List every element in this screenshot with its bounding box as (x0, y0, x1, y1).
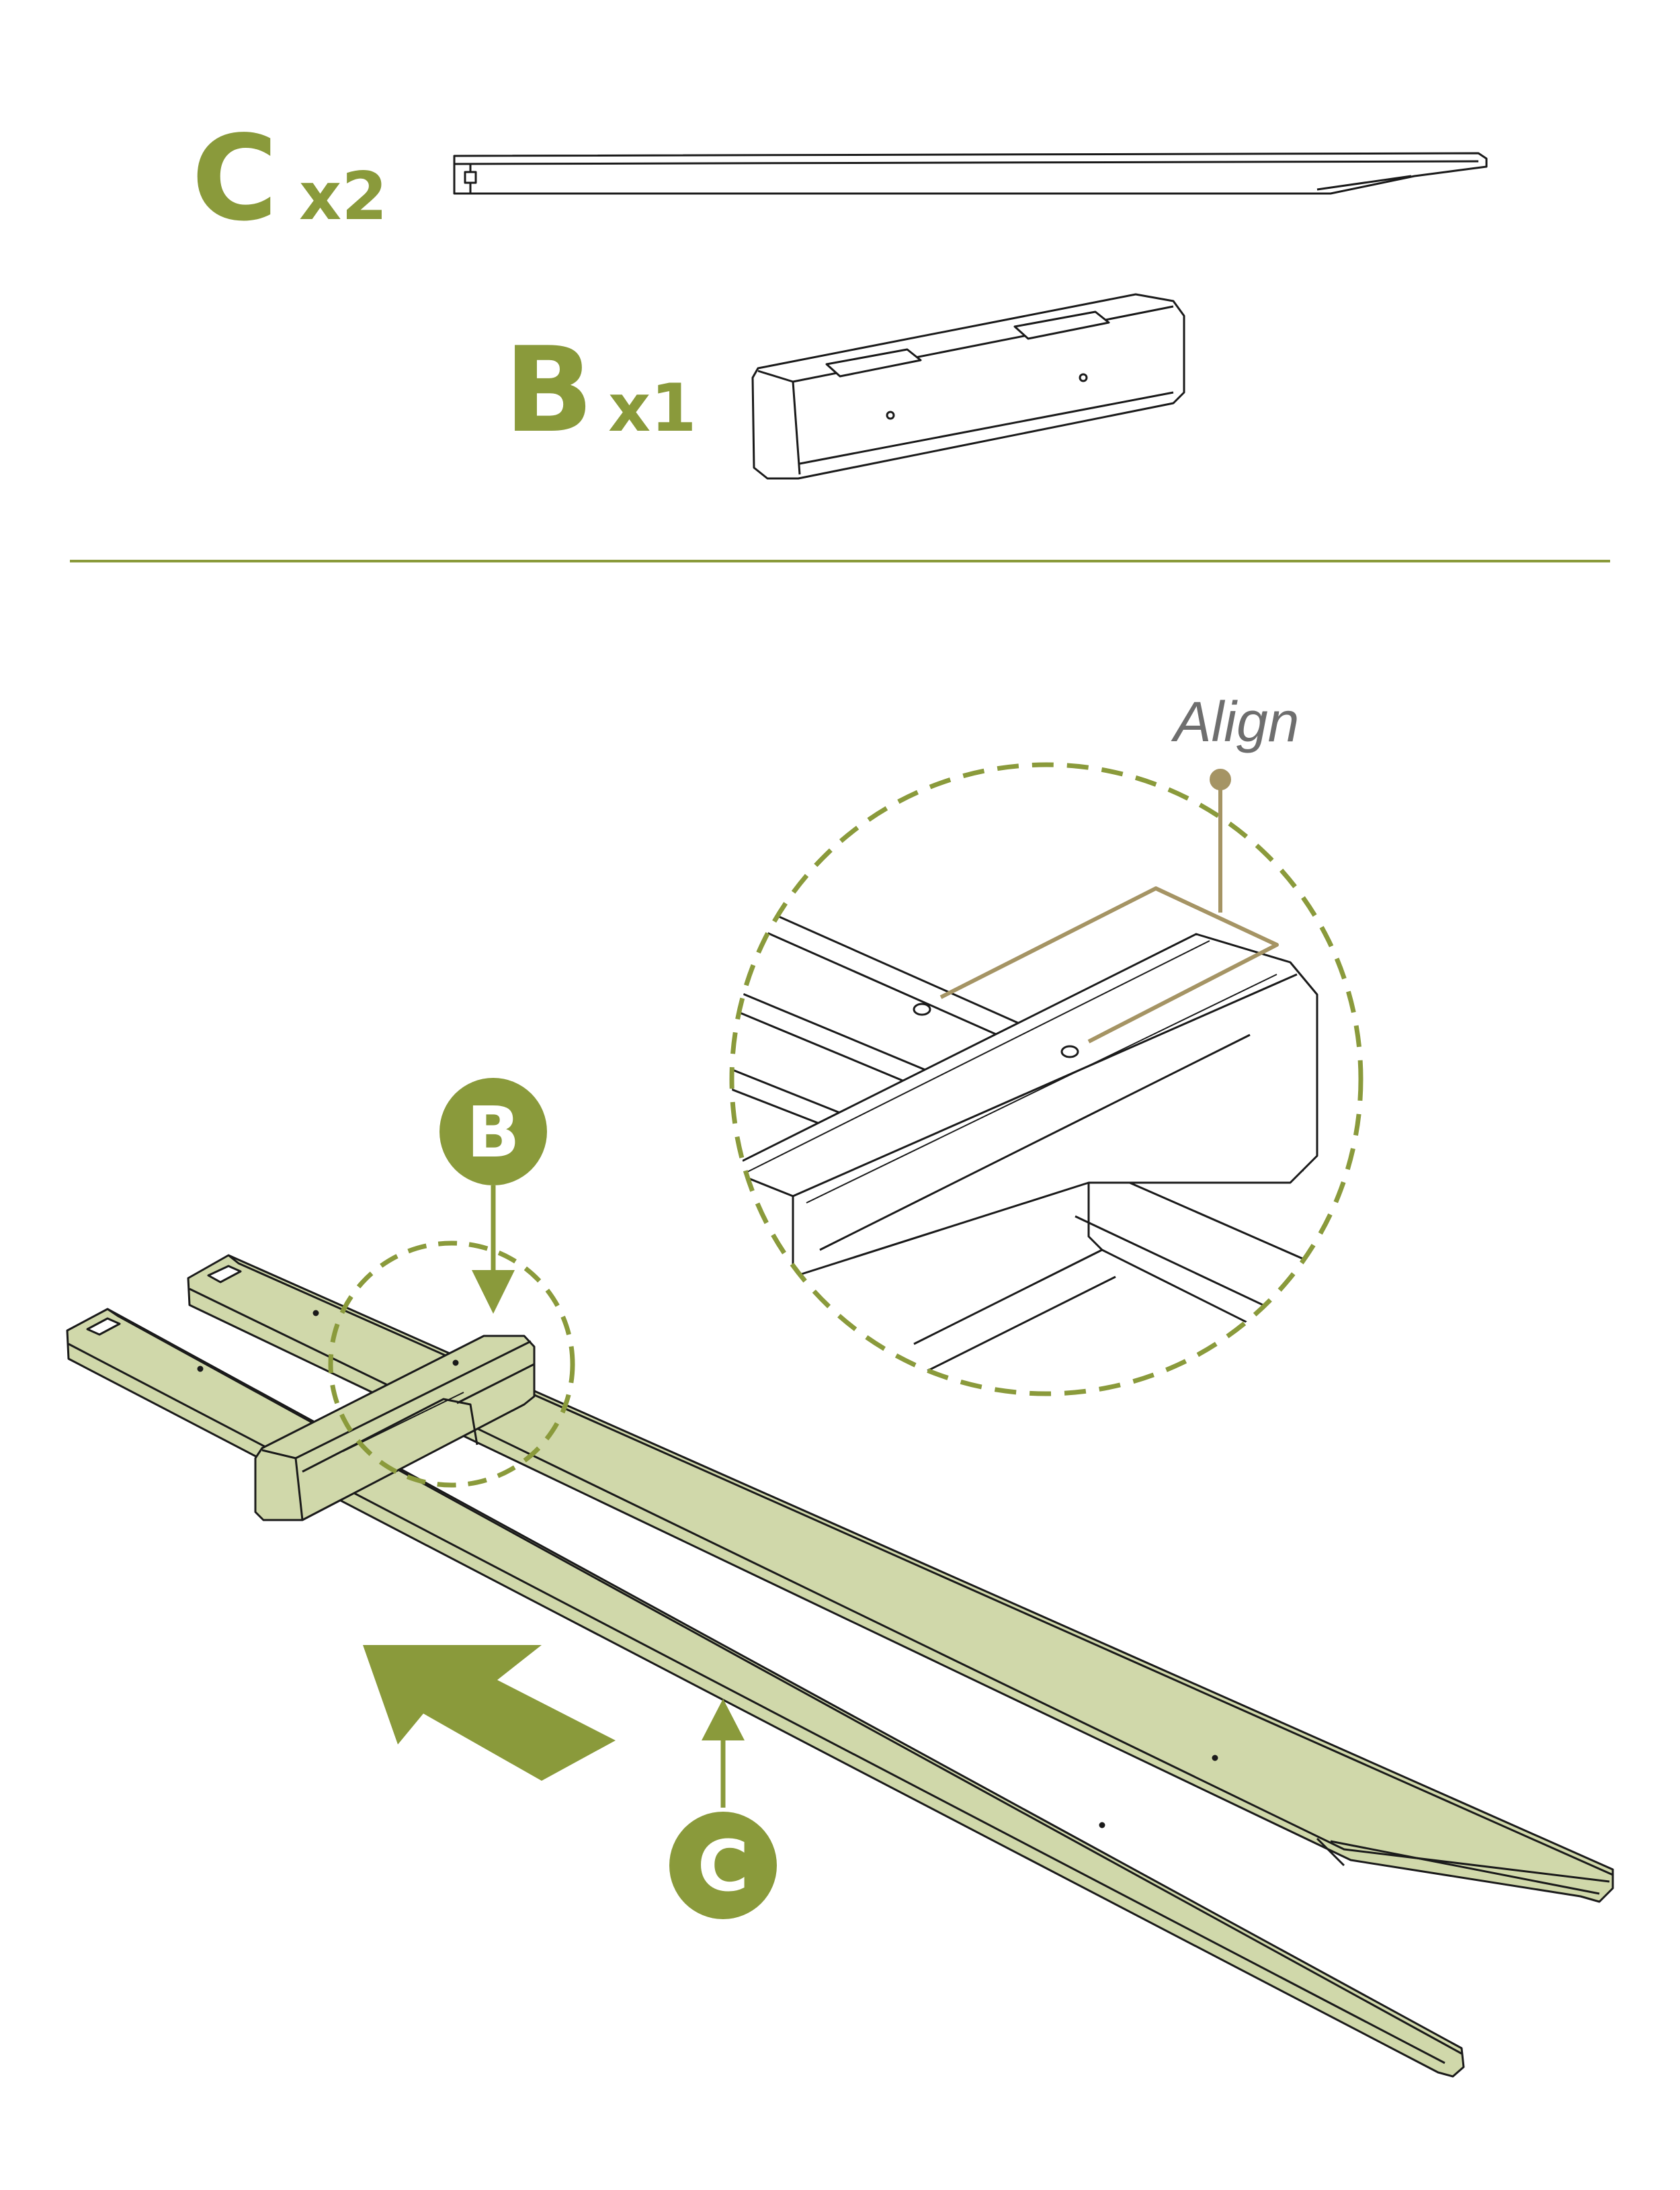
box-bracket-part-b-icon (751, 293, 1185, 480)
callout-c: C (669, 1699, 777, 1919)
box-bracket-b-installed (254, 1335, 536, 1521)
rail-c-back (187, 1254, 1614, 1903)
part-b-count: x1 (608, 370, 696, 447)
align-note: Align (1171, 690, 1300, 753)
part-b-letter: B (504, 323, 593, 459)
rail-c-front (66, 1308, 1465, 2078)
callout-c-letter: C (698, 1825, 749, 1907)
callout-b: B (439, 1078, 547, 1314)
assembly-illustration (66, 1240, 1614, 2078)
long-rail-part-c-icon (453, 152, 1488, 195)
detail-magnifier: Align (729, 690, 1363, 1396)
callout-b-letter: B (466, 1091, 519, 1173)
part-c-letter: C (192, 111, 278, 247)
zoom-source-circle (328, 1240, 575, 1488)
align-indicator (939, 769, 1279, 1044)
parts-list: C x2 B x1 (192, 111, 1488, 480)
slide-direction-arrow-icon (363, 1645, 616, 1781)
callout-b-arrow-icon (472, 1270, 515, 1314)
part-c-count: x2 (299, 159, 387, 235)
callout-c-arrow-icon (702, 1699, 745, 1740)
